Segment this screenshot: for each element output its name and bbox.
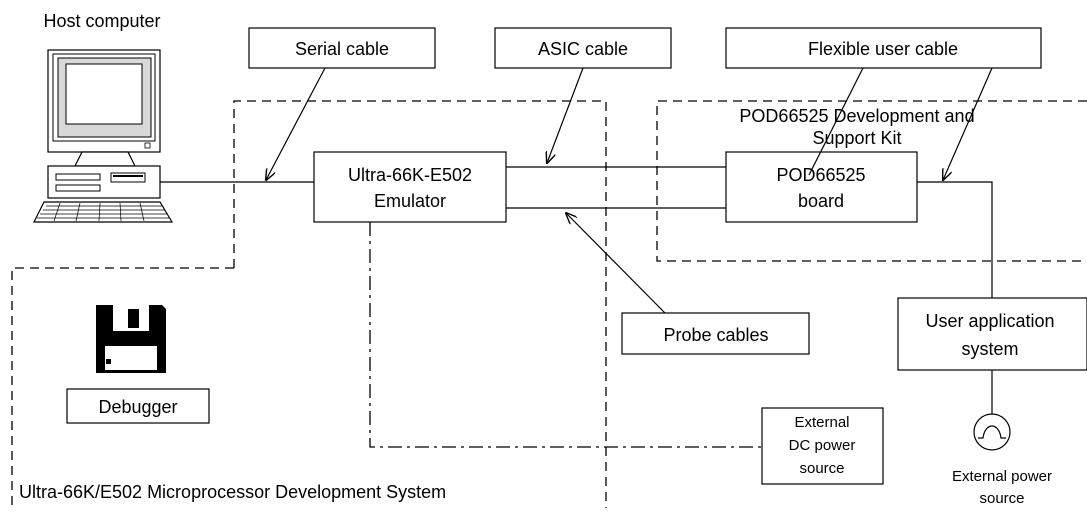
debugger-box	[66, 388, 210, 424]
pod-board-label-line1: POD66525	[776, 165, 865, 185]
host-computer-label: Host computer	[43, 11, 160, 31]
user-application-box	[897, 297, 1087, 371]
asic-cable-box	[494, 27, 672, 69]
flexible-user-cable-pointer	[808, 67, 864, 176]
pod-board-label-line2: board	[798, 191, 844, 211]
flexible-user-cable-box	[725, 27, 1042, 69]
external-power-label-line2: source	[979, 490, 1024, 507]
flexible-user-cable-label: Flexible user cable	[808, 39, 958, 59]
flexible-user-cable-line	[917, 181, 993, 298]
serial-cable-label: Serial cable	[295, 39, 389, 59]
pod-kit-label-line1: POD66525 Development and	[739, 106, 974, 126]
system-title: Ultra-66K/E502 Microprocessor Developmen…	[19, 482, 446, 502]
emulator-label-line1: Ultra-66K-E502	[348, 165, 472, 185]
user-application-label-line1: User application	[925, 311, 1054, 331]
serial-cable-box	[248, 27, 436, 69]
external-dc-label-line1: External	[794, 414, 849, 431]
floppy-disk-icon	[96, 305, 166, 373]
external-dc-power-line	[369, 222, 762, 448]
asic-cable-arrow	[547, 67, 584, 163]
external-power-label-line1: External power	[952, 468, 1052, 485]
ac-power-source-icon	[973, 413, 1011, 451]
desktop-computer-icon	[33, 49, 174, 223]
probe-cables-arrow	[566, 213, 666, 314]
development-system-boundary	[11, 100, 607, 508]
flexible-user-cable-arrow	[943, 67, 993, 180]
external-dc-label-line3: source	[799, 460, 844, 477]
emulator-box	[313, 151, 507, 223]
serial-cable-arrow	[266, 67, 326, 180]
pod-board-box	[725, 151, 918, 223]
probe-cables-box	[621, 312, 810, 355]
pod-kit-boundary	[656, 100, 1087, 262]
pod-kit-label-line2: Support Kit	[812, 128, 901, 148]
asic-cable-label: ASIC cable	[538, 39, 628, 59]
probe-cables-label: Probe cables	[663, 325, 768, 345]
external-dc-power-box	[761, 407, 884, 485]
external-dc-label-line2: DC power	[789, 437, 856, 454]
user-application-label-line2: system	[961, 339, 1018, 359]
emulator-label-line2: Emulator	[374, 191, 446, 211]
debugger-label: Debugger	[98, 397, 177, 417]
